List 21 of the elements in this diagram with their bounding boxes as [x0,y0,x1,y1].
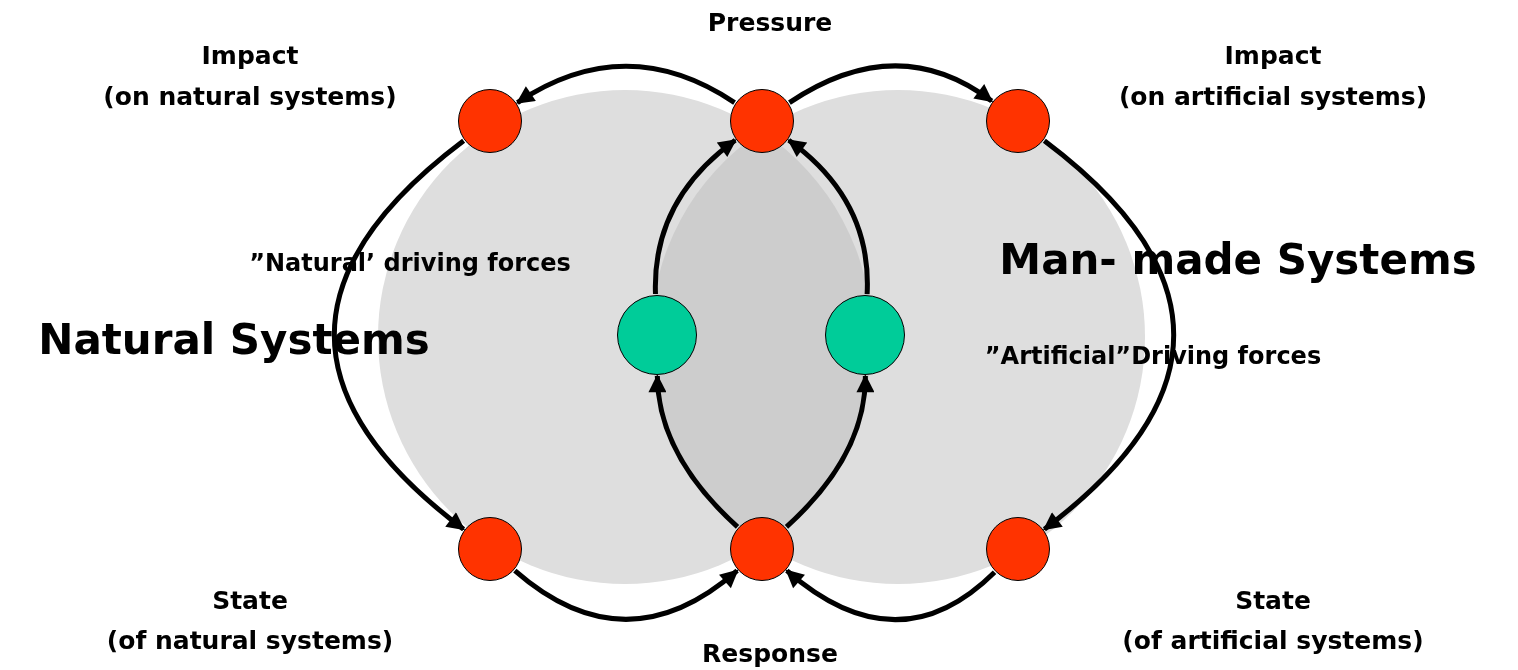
text-label: Pressure [707,7,833,37]
arrow [649,374,740,529]
text-label: State [1235,585,1311,615]
text-label: Impact [1224,40,1322,70]
arrow [513,568,739,622]
arrow [332,138,466,532]
text-label: Impact [201,40,299,70]
text-label: (on artificial systems) [1118,81,1428,111]
arrow [515,63,736,105]
arrow [785,568,997,623]
arrow [784,374,874,529]
arrow [1042,138,1176,532]
arrow [787,138,870,295]
text-label: State [212,585,288,615]
text-label: (of natural systems) [106,625,394,655]
arrow [653,138,737,295]
node-circle [458,89,522,153]
arrow [788,63,994,105]
text-label: (on natural systems) [103,81,397,111]
text-label: Response [702,638,838,668]
text-label: (of artificial systems) [1122,625,1424,655]
